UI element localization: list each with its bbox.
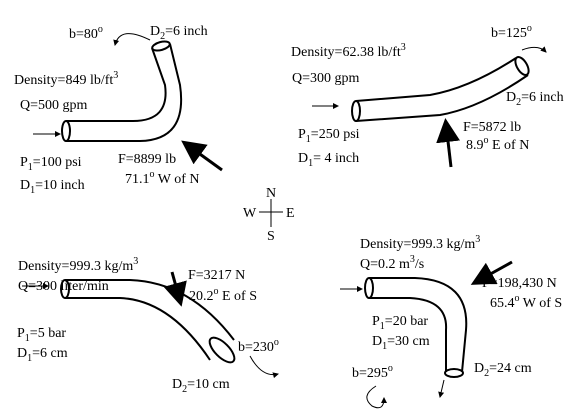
pipe-4-outer	[369, 277, 468, 373]
pipe-4-outlet-end	[444, 368, 464, 378]
pipe-3-inlet-end	[60, 279, 70, 299]
pipe-3-outlet-end	[208, 336, 236, 364]
outlet-diameter-2: D2=6 inch	[506, 90, 564, 108]
flow-rate-4: Q=0.2 m3/s	[360, 254, 424, 272]
inlet-diameter-1: D1=10 inch	[20, 178, 85, 196]
force-arrow-1	[181, 140, 223, 172]
force-arrow-3	[163, 271, 187, 307]
flow-rate-2: Q=300 gpm	[292, 71, 360, 86]
pipe-2-outlet-end	[514, 55, 530, 77]
inlet-diameter-3: D1=6 cm	[17, 346, 68, 364]
pipe-1-inner	[66, 43, 183, 142]
problem-2: b=125o Density=62.38 lb/ft3 Q=300 gpm D2…	[291, 23, 564, 169]
compass-west: W	[243, 206, 257, 221]
force-direction-4: 65.4o W of S	[490, 293, 562, 311]
flow-rate-1: Q=500 gpm	[20, 98, 88, 113]
force-4: F=198,430 N	[482, 276, 557, 291]
inlet-pressure-3: P1=5 bar	[17, 326, 66, 344]
outlet-arrow-4	[438, 379, 445, 398]
inlet-diameter-4: D1=30 cm	[372, 334, 430, 352]
angle-arc-1	[113, 33, 151, 46]
force-direction-2: 8.9o E of N	[466, 135, 529, 153]
bend-angle-2: b=125o	[491, 23, 532, 41]
compass-south: S	[267, 229, 275, 244]
bend-angle-1: b=80o	[69, 24, 103, 42]
flow-rate-3: Q=300 liter/min	[18, 279, 109, 294]
inlet-pressure-1: P1=100 psi	[20, 155, 82, 173]
pipe-3-inner	[65, 297, 211, 361]
problem-1: b=80o D2=6 inch Density=849 lb/ft3 Q=500…	[14, 24, 223, 196]
bend-angle-4: b=295o	[352, 363, 393, 381]
pipe-1-outlet-end	[151, 40, 171, 52]
pipe-1-outer	[66, 47, 167, 122]
outlet-diameter-4: D2=24 cm	[474, 361, 532, 379]
density-2: Density=62.38 lb/ft3	[291, 42, 406, 60]
force-3: F=3217 N	[188, 268, 245, 283]
density-4: Density=999.3 kg/m3	[360, 234, 480, 252]
density-3: Density=999.3 kg/m3	[18, 256, 138, 274]
outlet-diameter-3: D2=10 cm	[172, 377, 230, 395]
force-direction-3: 20.2o E of S	[189, 286, 257, 304]
angle-arc-4	[366, 385, 387, 409]
inlet-pressure-2: P1=250 psi	[298, 127, 360, 145]
force-2: F=5872 lb	[463, 120, 521, 135]
force-arrow-4	[470, 260, 513, 285]
compass-rose: N S E W	[243, 186, 295, 244]
pipe-2-inlet-end	[351, 100, 361, 122]
pipe-4-inlet-end	[364, 277, 374, 299]
pipe-1-inlet-end	[61, 120, 71, 142]
angle-arc-3	[249, 355, 279, 379]
compass-east: E	[286, 206, 295, 221]
density-1: Density=849 lb/ft3	[14, 70, 118, 88]
outlet-diameter-1: D2=6 inch	[150, 24, 208, 42]
pipe-2-inner	[355, 74, 529, 122]
inlet-pressure-4: P1=20 bar	[372, 314, 428, 332]
pipe-4-inner	[369, 297, 448, 372]
bend-angle-3: b=230o	[238, 337, 279, 355]
angle-arc-2	[521, 46, 547, 53]
force-arrow-2	[436, 118, 460, 168]
problem-4: Density=999.3 kg/m3 Q=0.2 m3/s F=198,430…	[340, 234, 562, 409]
force-1: F=8899 lb	[118, 152, 176, 167]
pipe-2-outer	[355, 57, 517, 102]
inlet-diameter-2: D1= 4 inch	[298, 151, 359, 169]
problem-3: Density=999.3 kg/m3 Q=300 liter/min P1=5…	[17, 256, 279, 395]
compass-north: N	[266, 186, 276, 201]
force-direction-1: 71.1o W of N	[125, 169, 199, 187]
